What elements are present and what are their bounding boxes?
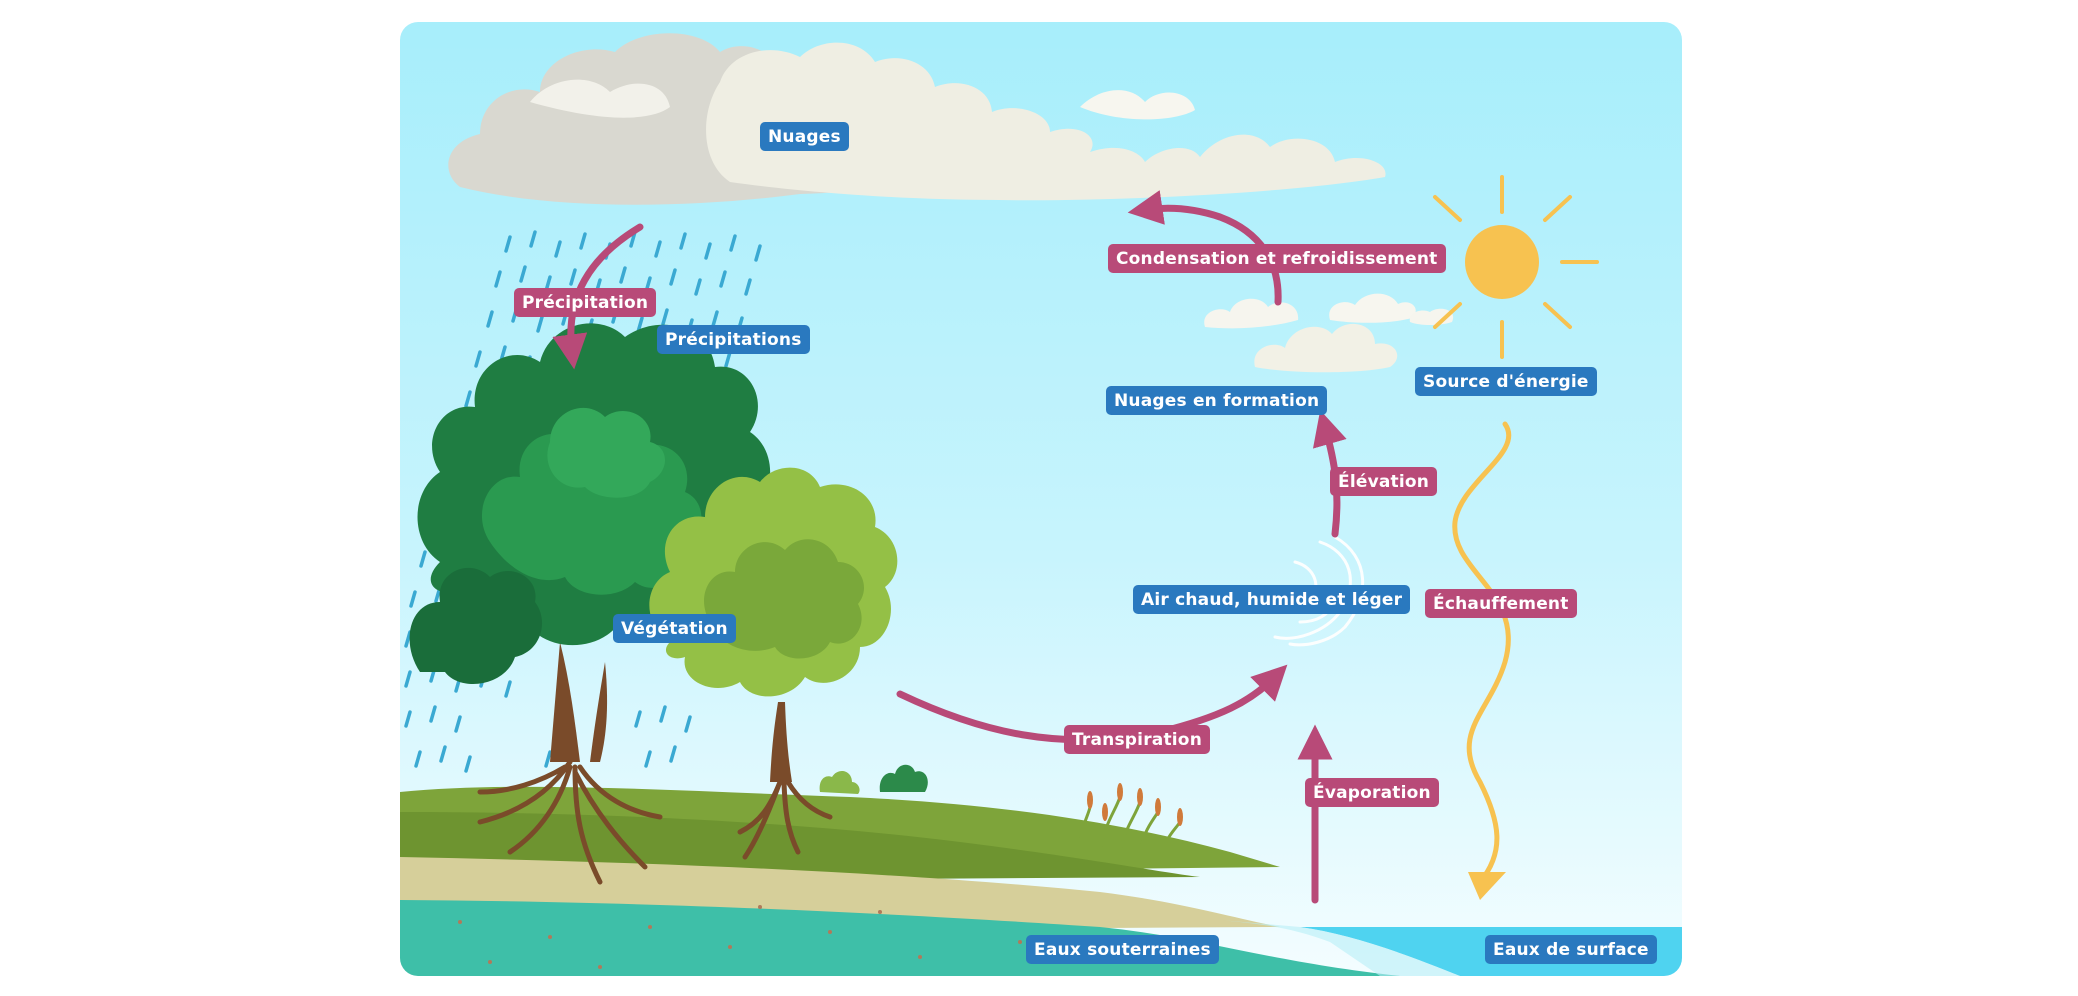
- label-nuages-en-formation: Nuages en formation: [1106, 386, 1328, 415]
- label-eaux-souterraines: Eaux souterraines: [1026, 935, 1219, 964]
- reeds: [1078, 783, 1183, 861]
- label-nuages: Nuages: [760, 122, 849, 151]
- soil-dots: [458, 905, 1102, 969]
- water-cycle-diagram: Nuages Précipitation Précipitations Végé…: [400, 22, 1682, 976]
- label-vegetation: Végétation: [613, 614, 736, 643]
- precipitation-arrow: [552, 223, 644, 370]
- label-source-energie: Source d'énergie: [1415, 367, 1597, 396]
- label-evaporation: Évaporation: [1305, 778, 1439, 807]
- label-precipitations: Précipitations: [657, 325, 810, 354]
- label-echauffement: Échauffement: [1425, 589, 1577, 618]
- label-transpiration: Transpiration: [1064, 725, 1210, 754]
- label-condensation: Condensation et refroidissement: [1108, 244, 1446, 273]
- small-clouds: [1204, 293, 1454, 373]
- shrub: [879, 764, 928, 792]
- label-eaux-de-surface: Eaux de surface: [1485, 935, 1657, 964]
- heat-wave-arrow: [1452, 421, 1512, 885]
- roots: [477, 759, 833, 885]
- label-elevation: Élévation: [1330, 467, 1438, 496]
- big-cloud: [448, 33, 1386, 205]
- label-precipitation: Précipitation: [514, 288, 657, 317]
- label-air-chaud: Air chaud, humide et léger: [1133, 585, 1411, 614]
- water-cycle-illustration: [400, 22, 1682, 976]
